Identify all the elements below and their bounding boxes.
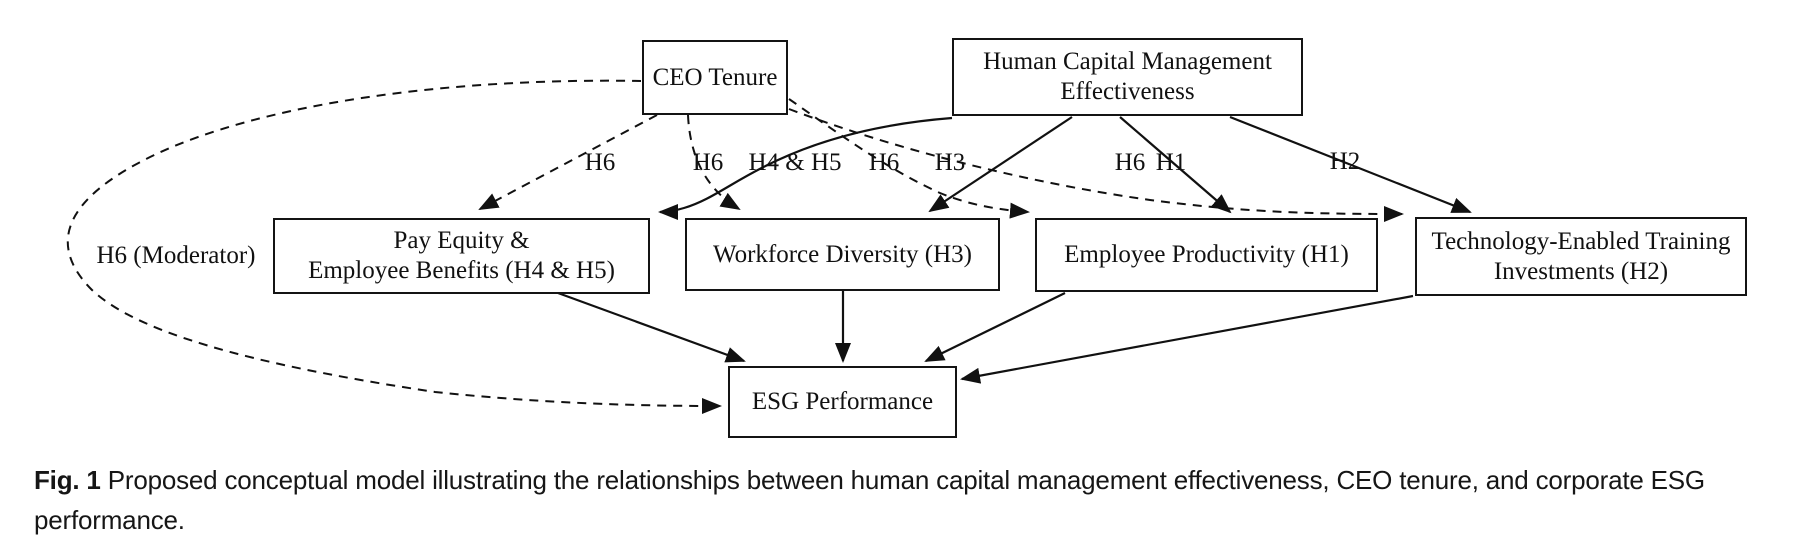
node-ceo-tenure: CEO Tenure [642,40,788,115]
edge-hcm-tech-training [1229,115,1472,214]
edge-hcm-employee-productivity [1119,116,1232,214]
edge-label-h1: H1 [1155,149,1187,176]
node-tech-training-investments: Technology-Enabled Training Investments … [1415,217,1747,296]
figure-caption: Fig. 1 Proposed conceptual model illustr… [34,460,1774,540]
edge-ceo-workforce-diversity [687,114,741,211]
node-employee-productivity: Employee Productivity (H1) [1035,218,1378,292]
edge-hcm-pay-equity [658,116,953,220]
edge-pay-equity-esg [557,291,746,363]
edge-hcm-workforce-diversity [928,116,1073,213]
edge-label-h4h5: H4 & H5 [748,149,842,176]
edge-ceo-employee-productivity [788,98,1030,219]
edge-label-h6-tech: H6 [1114,149,1146,176]
caption-figure-number: Fig. 1 [34,465,101,495]
edge-label-h6-workforce: H6 [692,149,724,176]
node-hcm-effectiveness: Human Capital Management Effectiveness [952,38,1303,116]
caption-line-1: Fig. 1 Proposed conceptual model illustr… [34,460,1774,500]
edge-tech-training-esg [960,294,1414,384]
caption-line-2: performance. [34,505,185,535]
edge-ceo-tech-training [788,108,1404,222]
node-pay-equity-benefits: Pay Equity & Employee Benefits (H4 & H5) [273,218,650,294]
node-workforce-diversity: Workforce Diversity (H3) [685,218,1000,291]
edge-label-h6-moderator: H6 (Moderator) [96,242,256,269]
edge-label-h3: H3 [934,149,966,176]
edge-label-h6-employee: H6 [868,149,900,176]
edge-ceo-esg-moderator [66,79,722,414]
edge-label-h2: H2 [1329,148,1361,175]
edge-ceo-pay-equity [478,114,658,210]
edge-label-h6-pay: H6 [584,149,616,176]
node-esg-performance: ESG Performance [728,366,957,438]
edge-employee-productivity-esg [924,292,1066,362]
caption-text: Proposed conceptual model illustrating t… [100,465,1705,495]
